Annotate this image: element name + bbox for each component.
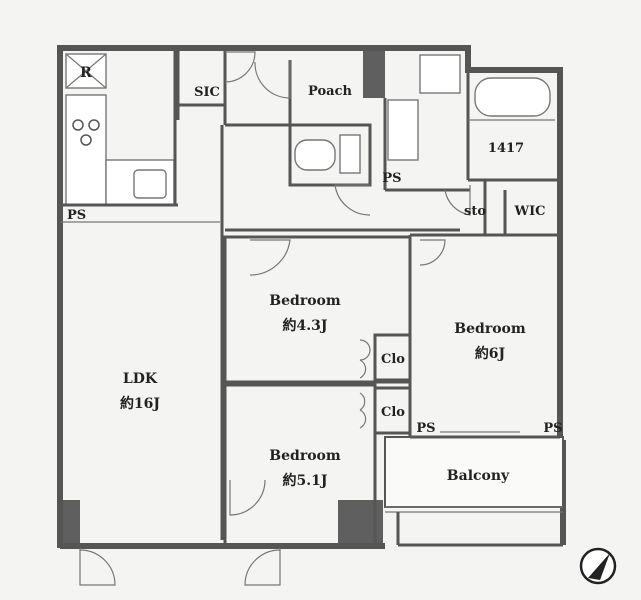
closet-1-label: Clo bbox=[381, 352, 405, 367]
bedroom-a-size: 約4.3J bbox=[283, 317, 328, 334]
ldk-size: 約16J bbox=[120, 395, 160, 412]
column-bottom-left bbox=[60, 500, 80, 545]
refrigerator-label: R bbox=[80, 65, 92, 81]
ps-bedroom-right-label: PS bbox=[543, 421, 562, 436]
poach-label: Poach bbox=[308, 84, 352, 99]
bedroom-b-name: Bedroom bbox=[454, 321, 526, 337]
ps-kitchen-label: PS bbox=[67, 208, 86, 223]
balcony-label: Balcony bbox=[447, 468, 510, 484]
cooktop-icon bbox=[72, 119, 100, 146]
kitchen-sink bbox=[133, 169, 167, 199]
bedroom-c-size: 約5.1J bbox=[283, 472, 328, 489]
bedroom-c-name: Bedroom bbox=[269, 448, 341, 464]
storage-label: sto bbox=[464, 204, 486, 219]
ps-toilet-label: PS bbox=[382, 171, 401, 186]
sic-label: SIC bbox=[194, 85, 220, 100]
bedroom-a-name: Bedroom bbox=[269, 293, 341, 309]
ps-bedroom-left-label: PS bbox=[416, 421, 435, 436]
doors bbox=[79, 51, 471, 586]
column-top bbox=[363, 50, 385, 98]
bath-code-label: 1417 bbox=[488, 141, 524, 156]
wic-label: WIC bbox=[513, 204, 545, 219]
balcony-area bbox=[384, 436, 564, 547]
north-arrow-icon bbox=[579, 547, 617, 585]
ldk-name: LDK bbox=[123, 371, 158, 387]
closet-2-label: Clo bbox=[381, 405, 405, 420]
bedroom-b-size: 約6J bbox=[475, 345, 506, 362]
